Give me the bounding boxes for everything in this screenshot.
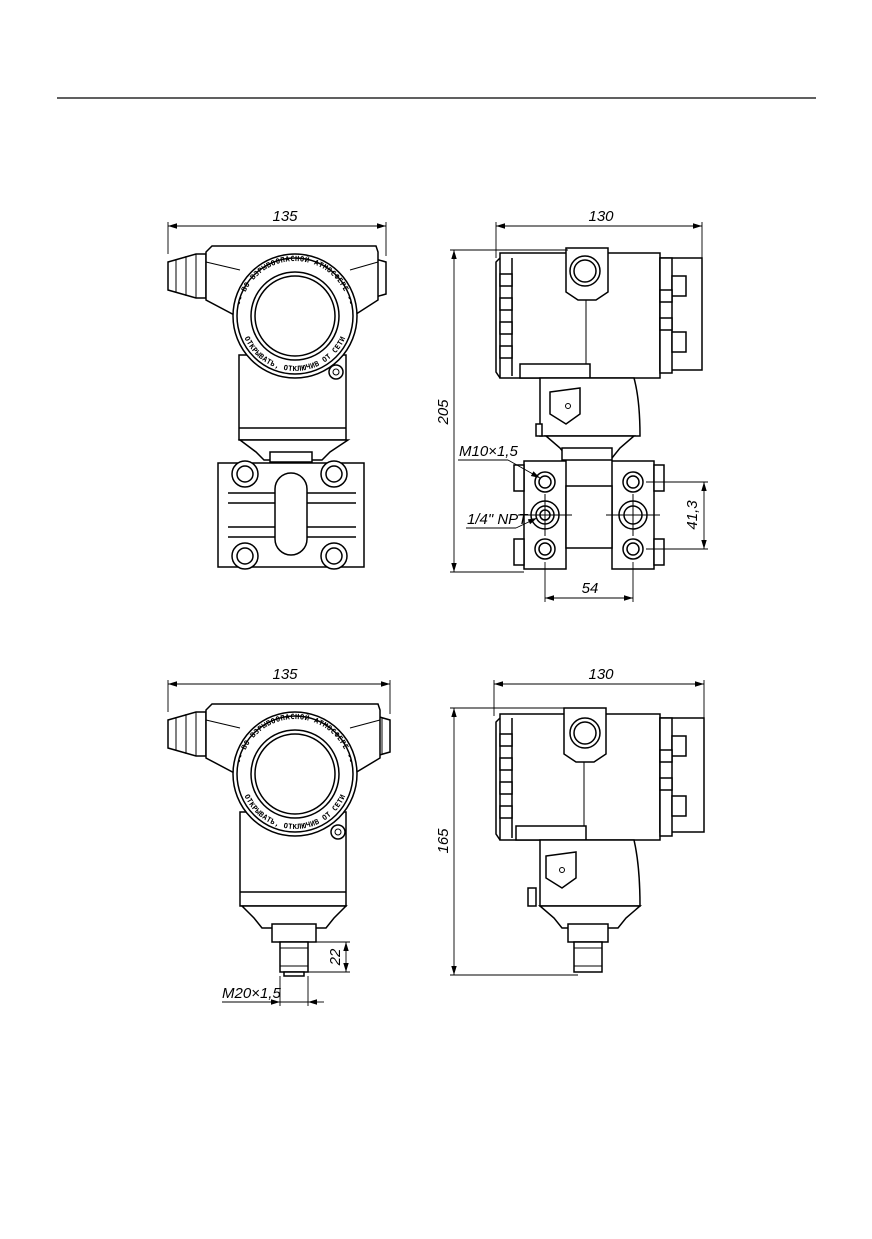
- dim-port-spacing: 41,3: [684, 500, 701, 530]
- side-view-differential: 130 205 M10×1,5 1/4" NPT 54 41,3: [435, 208, 708, 602]
- side-view-gauge: 130 165: [435, 666, 705, 976]
- dim-flange-spacing: 54: [582, 580, 599, 597]
- dim-bottom-right-height: 165: [435, 828, 452, 854]
- front-view-differential: -- ВО ВЗРЫВООПАСНОЙ АТМОСФЕРЕ -- ОТКРЫВА…: [167, 208, 387, 570]
- dim-bottom-right-width: 130: [588, 666, 614, 683]
- dim-thread-m10: M10×1,5: [459, 443, 518, 460]
- dim-fitting-length: 22: [327, 948, 344, 966]
- front-view-gauge: -- ВО ВЗРЫВООПАСНОЙ АТМОСФЕРЕ -- ОТКРЫВА…: [167, 666, 391, 1006]
- dim-top-right-width: 130: [588, 208, 614, 225]
- dim-bottom-left-width: 135: [272, 666, 298, 683]
- dim-top-right-height: 205: [435, 399, 452, 426]
- dim-thread-npt: 1/4" NPT: [467, 511, 529, 528]
- dim-thread-m20: M20×1,5: [222, 985, 281, 1002]
- dim-top-left-width: 135: [272, 208, 298, 225]
